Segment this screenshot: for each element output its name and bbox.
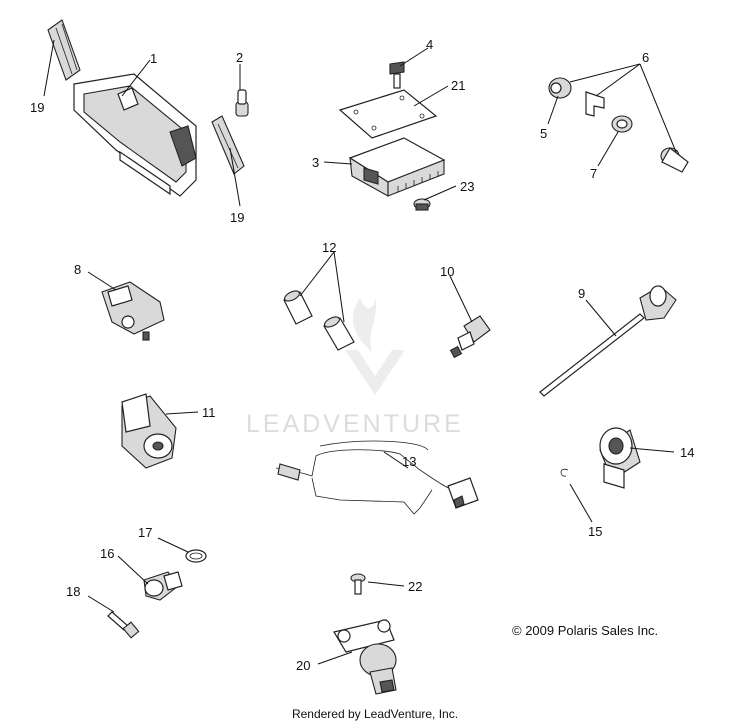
part-2-bolt	[235, 89, 249, 117]
footer-credit: Rendered by LeadVenture, Inc.	[291, 707, 459, 721]
callout-18: 18	[66, 584, 80, 599]
callout-4: 4	[426, 37, 433, 52]
part-12-fuse-a	[283, 290, 313, 325]
callout-16: 16	[100, 546, 114, 561]
callout-1: 1	[150, 51, 157, 66]
part-22-screw	[350, 573, 366, 595]
callout-5: 5	[540, 126, 547, 141]
callout-21: 21	[451, 78, 465, 93]
part-20-valve	[333, 619, 397, 695]
part-14-knock-sensor	[599, 427, 641, 489]
part-23-grommet	[413, 198, 431, 211]
callout-12: 12	[322, 240, 336, 255]
part-8-map-sensor	[101, 281, 165, 341]
callout-9: 9	[578, 286, 585, 301]
callout-3: 3	[312, 155, 319, 170]
watermark-logo	[345, 298, 405, 395]
callout-22: 22	[408, 579, 422, 594]
leader-lines	[43, 39, 677, 665]
part-12-fuse-b	[323, 316, 355, 351]
callout-7: 7	[590, 166, 597, 181]
part-7-oring	[611, 115, 633, 133]
callout-6: 6	[642, 50, 649, 65]
part-18-bolt	[107, 611, 140, 639]
callout-15: 15	[588, 524, 602, 539]
callout-11: 11	[202, 405, 216, 420]
callouts: 1 2 4 21 3 23 19 19 6 5 7 8 12 10 9 11 1…	[30, 37, 694, 673]
callout-17: 17	[138, 525, 152, 540]
callout-19-bottom: 19	[230, 210, 244, 225]
part-11-tps	[121, 393, 177, 469]
part-1-ecu	[73, 73, 197, 197]
copyright-notice: © 2009 Polaris Sales Inc.	[512, 623, 659, 638]
part-19-bracket-top	[47, 19, 81, 81]
callout-14: 14	[680, 445, 694, 460]
part-19-bracket-bottom	[211, 115, 245, 175]
callout-20: 20	[296, 658, 310, 673]
watermark-text: LEADVENTURE	[246, 410, 464, 438]
part-16-speed-sensor	[143, 571, 183, 601]
callout-13: 13	[402, 454, 416, 469]
part-15-clip	[560, 468, 569, 477]
callout-8: 8	[74, 262, 81, 277]
part-4-screw	[389, 61, 405, 89]
part-5-sensor-cap	[548, 77, 572, 99]
part-3-module	[348, 137, 446, 197]
callout-10: 10	[440, 264, 454, 279]
part-17-oring	[185, 549, 207, 563]
callout-19-top: 19	[30, 100, 44, 115]
part-21-cover	[338, 89, 438, 139]
callout-23: 23	[460, 179, 474, 194]
part-6-clip	[585, 91, 605, 117]
part-10-temp-sensor	[449, 315, 491, 359]
callout-2: 2	[236, 50, 243, 65]
part-9-probe-sensor	[539, 285, 677, 397]
part-6-sensor	[660, 147, 689, 173]
part-13-harness	[275, 440, 479, 515]
